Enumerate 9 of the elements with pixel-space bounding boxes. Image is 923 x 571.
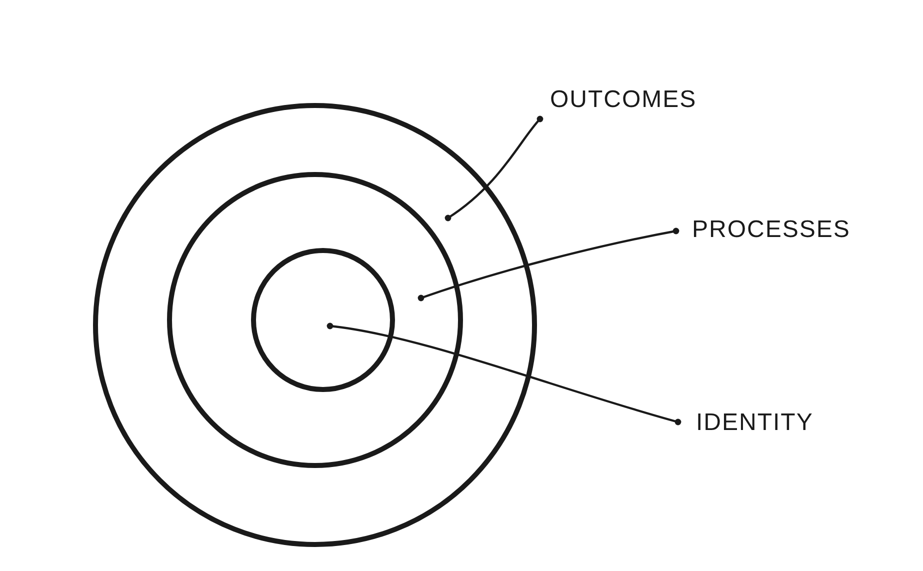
ring-label: PROCESSES — [692, 216, 850, 244]
middle-ring — [167, 172, 463, 468]
inner-circle — [251, 248, 395, 392]
ring-label: IDENTITY — [696, 409, 814, 437]
outer-ring — [93, 103, 537, 547]
ring-label: OUTCOMES — [550, 86, 697, 114]
leader-line — [444, 116, 544, 222]
leader-line — [326, 322, 682, 426]
leader-line — [418, 228, 680, 302]
